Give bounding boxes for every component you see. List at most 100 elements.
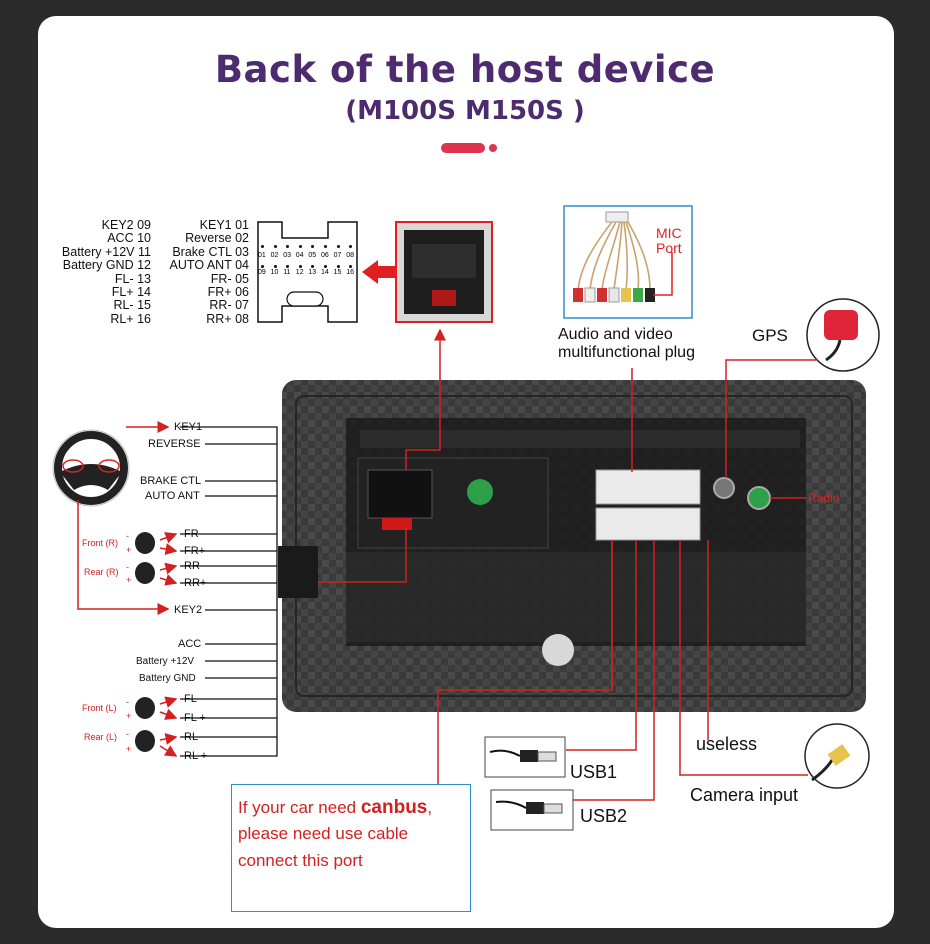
- iso-pin-left-14: FL+ 14: [112, 286, 151, 299]
- mic-label-line-2: Port: [656, 240, 682, 256]
- harness-batt12: Battery +12V: [136, 656, 195, 667]
- harness-rr-minus: RR-: [184, 560, 204, 572]
- harness-fl-minus: FL -: [184, 693, 204, 705]
- harness-acc: ACC: [178, 638, 202, 650]
- connector-pin-dot: [261, 265, 264, 268]
- iso-pin-right-01: KEY1 01: [200, 219, 249, 232]
- iso-pin-left-number: 12: [137, 258, 151, 273]
- iso-pin-left-name: FL-: [114, 271, 134, 286]
- harness-rl-plus: RL +: [184, 750, 208, 762]
- connector-pin-dot: [298, 245, 302, 248]
- canbus-line-1-post: ,: [427, 798, 433, 817]
- steering-wheel-icon: [52, 429, 130, 507]
- useless-label: useless: [696, 734, 758, 754]
- av-label-line-2: multifunctional plug: [558, 344, 695, 361]
- connector-pin-number: 04: [295, 252, 304, 259]
- av-label-line-1: Audio and video: [558, 326, 673, 343]
- canbus-line-3: connect this port: [238, 851, 363, 870]
- canbus-line-1-pre: If your car need: [238, 798, 361, 817]
- harness-wires: [180, 426, 278, 757]
- harness-fr-plus: FR+: [184, 545, 206, 557]
- iso-pin-right-name: FR+: [207, 285, 232, 299]
- front-right-speaker-label: Front (R): [82, 538, 118, 548]
- iso-pin-right-number: 08: [235, 311, 249, 326]
- connector-pin-dot: [349, 265, 353, 268]
- mic-label-line-1: MIC: [656, 225, 682, 241]
- rr-plus-sign: +: [126, 575, 132, 585]
- iso-pin-left-number: 10: [137, 231, 151, 246]
- iso-pin-left-name: RL-: [113, 298, 134, 313]
- camera-rca-photo: [804, 723, 870, 789]
- iso-pin-right-name: RR-: [209, 298, 232, 313]
- harness-reverse: REVERSE: [148, 438, 201, 450]
- connector-pin-dot: [349, 245, 353, 248]
- connector-pin-dot: [273, 245, 277, 248]
- iso-pin-left-name: RL+: [110, 311, 134, 326]
- iso-pin-right-name: RR+: [206, 311, 232, 326]
- gps-antenna-photo: [806, 298, 880, 372]
- connector-arrow-icon: [362, 260, 396, 284]
- usb2-photo: [490, 789, 574, 831]
- iso-pin-left-number: 14: [137, 285, 151, 299]
- harness-key2: KEY2: [174, 604, 203, 616]
- iso-pin-right-number: 04: [235, 258, 249, 273]
- connector-pin-dot: [324, 245, 327, 248]
- usb-camera-lines: [566, 540, 808, 801]
- iso-pin-right-03: Brake CTL 03: [172, 244, 249, 259]
- iso-pin-left-16: RL+ 16: [110, 311, 151, 326]
- camera-input-label: Camera input: [690, 785, 799, 805]
- iso-pin-right-06: FR+ 06: [208, 286, 249, 299]
- iso-pin-left-name: ACC: [107, 231, 134, 246]
- harness-rl-minus: RL -: [184, 731, 205, 743]
- iso-pin-right-name: KEY1: [199, 218, 232, 232]
- connector-pin-number: 15: [333, 269, 342, 276]
- connector-pin-dot: [336, 265, 340, 268]
- iso-pin-left-15: RL- 15: [113, 299, 151, 312]
- iso-pin-right-number: 03: [235, 244, 249, 259]
- iso-pin-right-number: 07: [235, 298, 249, 313]
- connector-pin-number: 08: [346, 252, 354, 259]
- harness-rr-plus: RR+: [184, 577, 207, 589]
- rear-right-speaker-label: Rear (R): [84, 567, 119, 577]
- harness-brake: BRAKE CTL: [140, 475, 202, 487]
- harness-key1: KEY1: [174, 421, 203, 433]
- connector-pin-dot: [336, 245, 340, 248]
- iso-pin-right-number: 02: [235, 231, 249, 246]
- harness-fl-plus: FL +: [184, 712, 206, 724]
- connector-pin-number: 03: [283, 252, 291, 259]
- iso-pin-left-11: Battery +12V 11: [61, 244, 151, 259]
- connector-pin-number: 12: [295, 269, 304, 276]
- iso-pin-left-number: 13: [137, 271, 151, 286]
- connector-pin-number: 11: [283, 269, 291, 276]
- iso-pin-left-name: Battery GND: [62, 258, 134, 273]
- canbus-line-2: please need use cable: [238, 824, 409, 843]
- iso-pin-left-name: Battery +12V: [61, 244, 135, 259]
- rr-minus-sign: -: [126, 562, 129, 572]
- iso-pin-right-05: FR- 05: [211, 272, 249, 286]
- connector-pin-dot: [298, 265, 302, 268]
- connector-photo: [395, 221, 493, 323]
- iso-pin-right-04: AUTO ANT 04: [170, 259, 249, 272]
- fr-minus-sign: -: [126, 531, 129, 541]
- iso-pin-left-10: ACC 10: [107, 232, 151, 245]
- iso-pin-left-number: 11: [138, 244, 151, 259]
- iso-pin-right-08: RR+ 08: [206, 311, 249, 326]
- rl-plus-sign: +: [126, 744, 132, 754]
- harness-fr-minus: FR-: [184, 528, 203, 540]
- connector-pin-number: 07: [333, 252, 342, 259]
- connector-pin-number: 01: [258, 252, 266, 259]
- page-title: Back of the host device: [214, 48, 716, 91]
- iso-pin-right-number: 01: [235, 218, 249, 232]
- iso-pin-left-number: 15: [137, 298, 151, 313]
- gps-label: GPS: [752, 326, 788, 345]
- front-left-speaker-label: Front (L): [82, 703, 117, 713]
- connector-pin-number: 09: [258, 269, 266, 276]
- fl-minus-sign: -: [126, 697, 129, 707]
- connector-pin-dot: [311, 265, 315, 268]
- radio-label: Radio: [808, 491, 840, 505]
- usb2-label: USB2: [580, 806, 628, 826]
- iso-pin-left-name: KEY2: [101, 218, 134, 232]
- connector-pin-number: 02: [270, 252, 279, 259]
- canbus-keyword: canbus: [360, 797, 428, 818]
